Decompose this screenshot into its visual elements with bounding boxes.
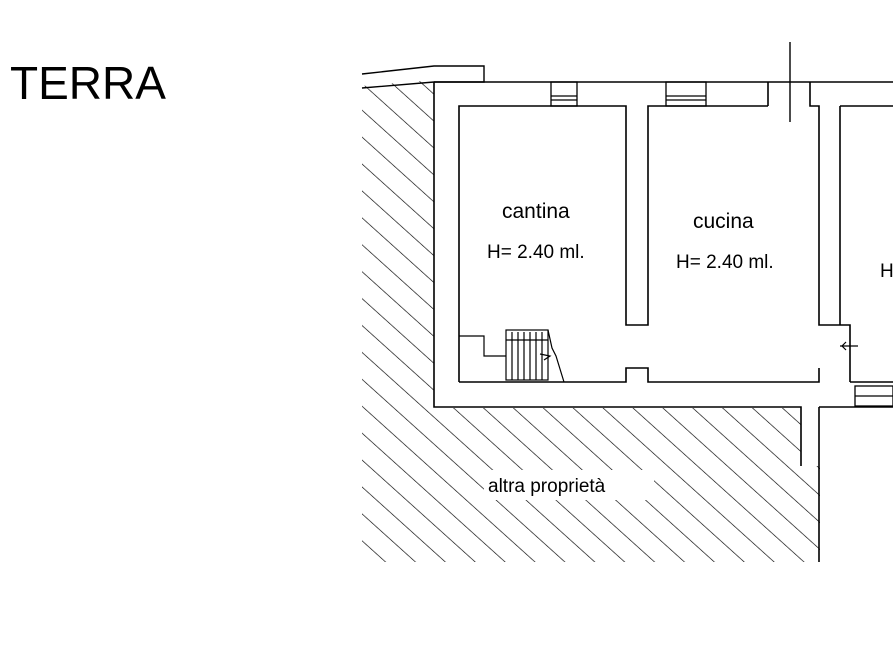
window-cantina [550, 81, 578, 107]
door-mark [840, 341, 858, 351]
room-name-cucina: cucina [693, 210, 754, 233]
neighbor-label-backing [484, 470, 654, 500]
building-walls [433, 81, 893, 562]
floor-label: TERRA [10, 57, 166, 109]
room-height-cucina: H= 2.40 ml. [676, 252, 774, 273]
property-boundary-line [361, 65, 485, 89]
window-right-room [854, 385, 893, 407]
room-height-cantina: H= 2.40 ml. [487, 242, 585, 263]
room-name-cantina: cantina [502, 200, 570, 223]
room-height-right: H [880, 261, 893, 282]
neighbor-hatch-area [362, 80, 820, 562]
neighbor-area-label: altra proprietà [488, 476, 606, 497]
staircase [459, 329, 565, 383]
window-cucina [665, 81, 707, 107]
